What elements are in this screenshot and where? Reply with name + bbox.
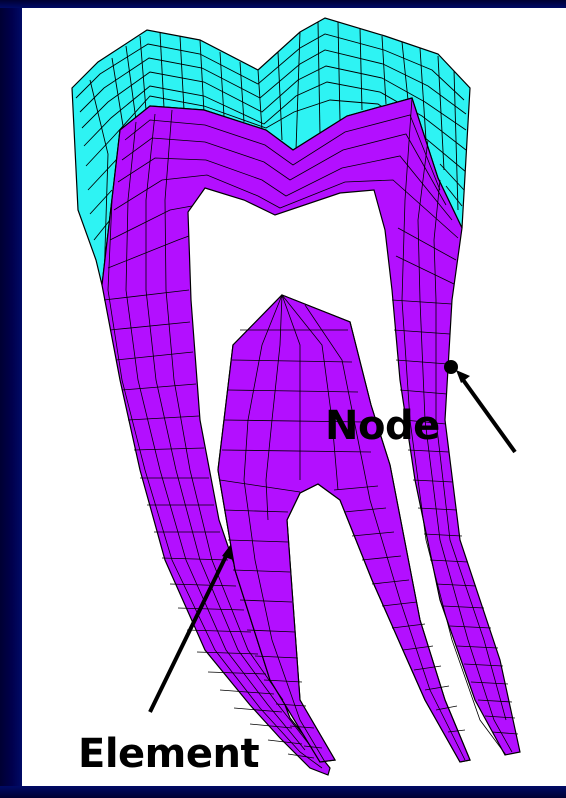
node-label: Node: [325, 406, 440, 446]
node-marker: [444, 360, 458, 374]
node-arrow: [461, 377, 515, 452]
element-label: Element: [78, 734, 259, 774]
node-arrowhead: [456, 370, 470, 383]
